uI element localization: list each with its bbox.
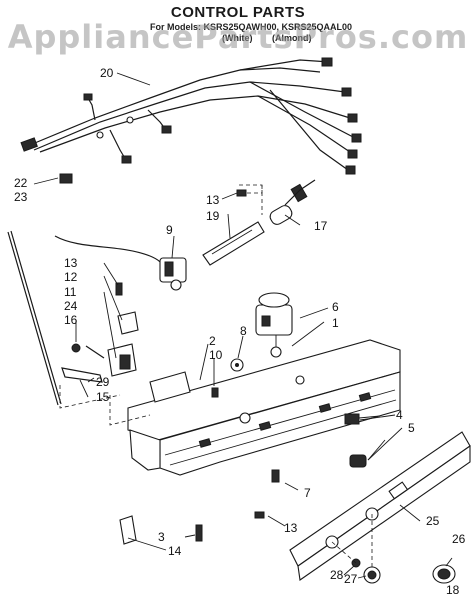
diagram-title: CONTROL PARTS: [170, 4, 306, 21]
callout-7: 7: [304, 486, 311, 500]
callout-13-mid: 13: [64, 256, 78, 270]
defrost-timer-6: [255, 292, 293, 358]
wiring-harness: [20, 57, 362, 175]
callout-19: 19: [206, 209, 220, 223]
model-line: For Models: KSRS25QAWH00, KSRS25QAAL00: [150, 22, 353, 32]
knob-26: [432, 564, 456, 584]
leader-lines: [33, 72, 453, 579]
light-socket-17: [261, 179, 316, 225]
callout-26: 26: [452, 532, 466, 546]
callout-17: 17: [314, 219, 328, 233]
callout-14: 14: [168, 544, 182, 558]
switch-4: [344, 413, 381, 425]
callout-28: 28: [330, 568, 344, 582]
rod-23: [7, 231, 59, 406]
callout-9: 9: [166, 223, 173, 237]
callout-25: 25: [426, 514, 440, 528]
callout-6: 6: [332, 300, 339, 314]
callout-29: 29: [96, 375, 110, 389]
callout-20: 20: [100, 66, 114, 80]
control-housing-1: [109, 339, 401, 476]
callout-16: 16: [64, 313, 78, 327]
clip-22: [59, 173, 73, 184]
front-panel-25: [289, 431, 471, 581]
callout-22: 22: [14, 176, 28, 190]
callout-18: 18: [446, 583, 460, 597]
lamp-tube-19: [202, 221, 265, 266]
callout-10: 10: [209, 348, 223, 362]
callout-5: 5: [408, 421, 415, 435]
callout-12: 12: [64, 270, 78, 284]
callout-23: 23: [14, 190, 28, 204]
screw-13-top: [236, 184, 263, 197]
screw-13-bottom: [254, 511, 265, 519]
watermark: AppliancePartsPros.com: [7, 18, 469, 56]
callout-8: 8: [240, 324, 247, 338]
knob-27: [363, 566, 381, 584]
callout-11: 11: [64, 285, 77, 299]
callout-4: 4: [396, 408, 403, 422]
screw-10: [211, 387, 219, 398]
callout-24: 24: [64, 299, 78, 313]
thermostat-9: [159, 257, 187, 291]
callout-27: 27: [344, 572, 358, 586]
callout-13-top: 13: [206, 193, 220, 207]
callout-1: 1: [332, 316, 339, 330]
color-almond-label: (Almond): [272, 33, 312, 43]
damper-lever: [59, 343, 121, 409]
callout-2: 2: [209, 334, 216, 348]
screw-3: [184, 524, 203, 542]
clip-14: [119, 515, 137, 545]
callout-3: 3: [158, 530, 165, 544]
screw-7: [271, 469, 299, 491]
callout-15: 15: [96, 390, 110, 404]
callout-13-bottom: 13: [284, 521, 298, 535]
knob-5: [349, 439, 386, 468]
color-white-label: (White): [222, 33, 253, 43]
